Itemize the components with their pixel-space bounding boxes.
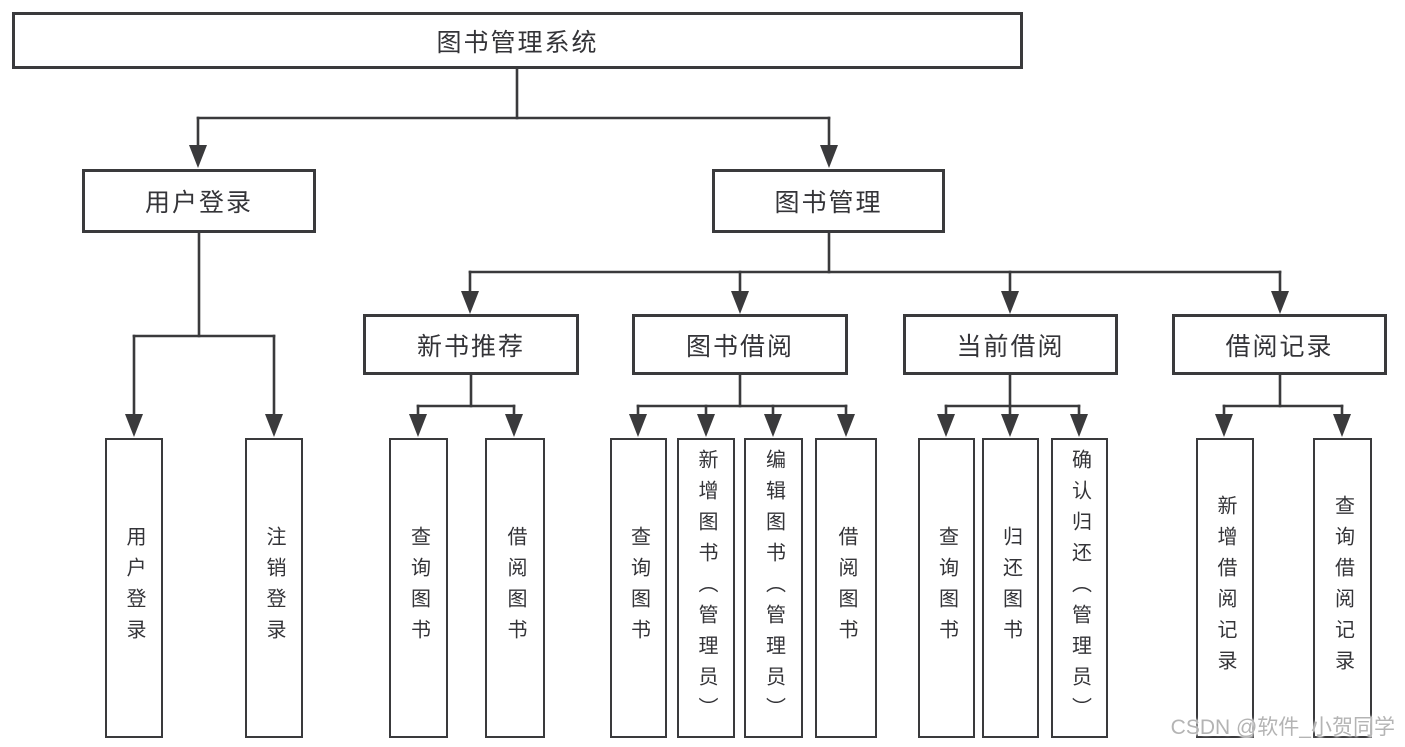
- leaf-borrowing-query-books: 查询图书: [610, 438, 667, 738]
- node-borrow-records-label: 借阅记录: [1225, 332, 1334, 361]
- leaf-borrowing-query-books-label: 查询图书: [627, 526, 650, 650]
- leaf-current-query-books: 查询图书: [918, 438, 975, 738]
- leaf-logout-label: 注销登录: [263, 526, 285, 650]
- leaf-current-confirm-return-admin-label: 确认归还（管理员）: [1068, 448, 1091, 728]
- csdn-watermark: CSDN @软件_小贺同学: [1170, 716, 1395, 739]
- node-book-management: 图书管理: [712, 169, 945, 233]
- node-book-borrowing: 图书借阅: [632, 314, 848, 375]
- leaf-borrowing-borrow-books-label: 借阅图书: [835, 526, 857, 650]
- leaf-newbook-query-books: 查询图书: [389, 438, 448, 738]
- leaf-borrowing-edit-books-admin: 编辑图书（管理员）: [744, 438, 803, 738]
- node-book-management-label: 图书管理: [774, 189, 883, 217]
- leaf-borrowing-add-books-admin: 新增图书（管理员）: [677, 438, 735, 738]
- leaf-user-login: 用户登录: [105, 438, 163, 738]
- leaf-current-confirm-return-admin: 确认归还（管理员）: [1051, 438, 1108, 738]
- leaf-current-return-books: 归还图书: [982, 438, 1039, 738]
- node-current-borrowing: 当前借阅: [903, 314, 1118, 375]
- leaf-borrowing-edit-books-admin-label: 编辑图书（管理员）: [762, 448, 785, 728]
- node-current-borrowing-label: 当前借阅: [956, 332, 1065, 361]
- leaf-borrowing-borrow-books: 借阅图书: [815, 438, 877, 738]
- leaf-borrowing-add-books-admin-label: 新增图书（管理员）: [695, 448, 717, 728]
- leaf-records-add-borrow-record: 新增借阅记录: [1196, 438, 1254, 738]
- node-root-system: 图书管理系统: [12, 12, 1023, 69]
- leaf-records-query-borrow-record: 查询借阅记录: [1313, 438, 1372, 738]
- node-user-login: 用户登录: [82, 169, 316, 233]
- leaf-newbook-borrow-books: 借阅图书: [485, 438, 545, 738]
- node-new-book-recommend-label: 新书推荐: [416, 332, 525, 361]
- leaf-user-login-label: 用户登录: [123, 526, 145, 650]
- node-new-book-recommend: 新书推荐: [363, 314, 579, 375]
- leaf-current-return-books-label: 归还图书: [999, 526, 1022, 650]
- leaf-records-add-borrow-record-label: 新增借阅记录: [1214, 495, 1236, 681]
- leaf-logout: 注销登录: [245, 438, 303, 738]
- leaf-newbook-query-books-label: 查询图书: [407, 526, 430, 650]
- leaf-newbook-borrow-books-label: 借阅图书: [504, 526, 526, 650]
- leaf-current-query-books-label: 查询图书: [935, 526, 958, 650]
- node-root-label: 图书管理系统: [436, 28, 599, 57]
- leaf-records-query-borrow-record-label: 查询借阅记录: [1331, 495, 1354, 681]
- node-user-login-label: 用户登录: [144, 189, 253, 217]
- node-borrow-records: 借阅记录: [1172, 314, 1387, 375]
- node-book-borrowing-label: 图书借阅: [685, 332, 794, 361]
